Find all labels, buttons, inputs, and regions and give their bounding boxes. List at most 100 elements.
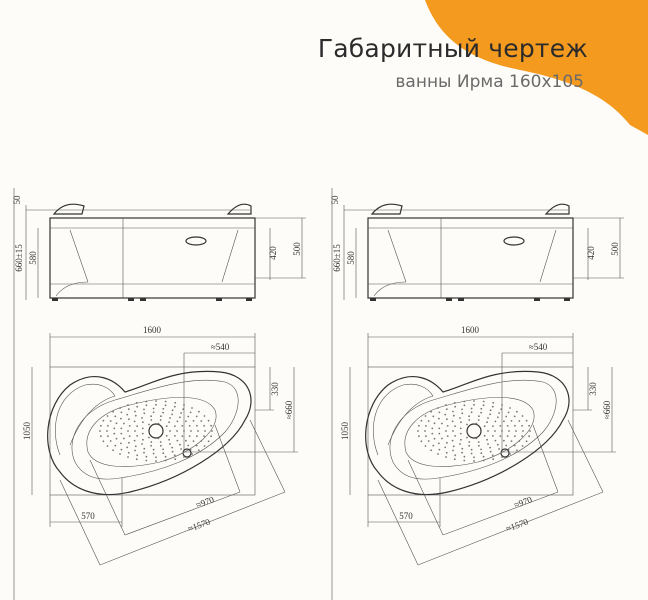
dim-height-body: 580 [346,251,356,265]
jet-dot [106,430,108,432]
jet-dot [191,407,193,409]
jet-dot [454,405,457,408]
jet-dot [109,420,112,422]
jet-dot [470,411,473,414]
jet-dot [482,400,485,403]
jet-dot [444,446,447,449]
jet-dot [461,447,464,450]
jet-dot [210,435,213,438]
dim-diagonal-length: ≈1570 [186,516,211,533]
jet-dot [473,403,475,406]
jet-dot [529,430,531,432]
jet-dot [174,435,176,437]
jet-dot [509,453,511,455]
jet-dot [514,435,516,438]
jet-dot [489,450,492,453]
jet-dot [207,419,210,422]
jet-dot [424,430,426,432]
jet-dot [491,454,494,457]
jet-dot [155,456,157,459]
jet-dot [162,411,165,414]
jet-dot [195,444,198,447]
jet-dot [466,423,468,426]
jet-dot [200,420,203,422]
jet-dot [173,454,176,457]
dim-top-offset: 50 [330,195,340,205]
jet-dot [452,410,454,413]
jet-dot [195,415,198,418]
jet-dot [120,432,123,435]
jet-dot [478,444,480,447]
jet-dot [99,430,101,432]
jet-dot [425,425,427,427]
jet-dot [119,407,121,409]
jet-dot [188,435,191,437]
jet-dot [164,400,167,403]
jet-dot [127,451,130,454]
jet-dot [522,430,524,432]
jet-dot [459,427,462,430]
jet-dot [203,435,206,437]
jet-dot [102,419,105,422]
jet-dot [492,425,494,427]
dim-top-offset: 50 [12,195,22,205]
dim-side-depth: ≈660 [284,400,294,419]
jet-dot [489,413,491,416]
jet-dot [106,415,109,417]
jet-dot [510,420,513,422]
orange-accent-shape [425,0,648,135]
jet-dot [459,443,461,445]
top-view: 1600 ≈540 1050 330 ≈660 570 [22,325,298,566]
page-title: Габаритный чертеж [317,34,588,63]
jet-dot [152,448,155,451]
jet-dot [506,435,509,437]
jet-dot [133,439,136,442]
jet-dot [486,438,488,441]
jet-dot [107,425,109,427]
jet-dot [203,425,206,427]
jet-dot [148,423,150,426]
jet-dot [505,415,508,418]
jet-dot [141,443,143,445]
jet-dot [136,435,139,437]
jet-dot [516,449,518,452]
jet-dot [210,424,213,427]
jet-dot [136,454,139,457]
jet-dot [165,434,168,437]
jet-dot [191,453,193,455]
jet-dot [501,404,503,406]
jet-dot [463,455,466,458]
bathtub-drawing-right: 50 660±15 580 420 500 1600 ≈540 1050 330… [330,188,624,600]
dim-height-body: 580 [28,251,38,265]
jet-dot [102,440,105,443]
jet-dot [446,441,448,444]
dim-length: 1600 [461,325,480,335]
jet-dot [182,408,185,411]
jet-dot [461,412,464,415]
jet-dot [483,434,486,437]
jet-dot [203,415,206,417]
jet-dot [494,430,496,432]
jet-dot [521,435,523,437]
jet-dot [173,405,176,408]
jet-dot [197,430,199,432]
dim-diagonal-length: ≈1570 [504,516,529,533]
jet-dot [459,417,461,419]
jet-dot [487,430,489,432]
jet-dot [501,456,503,458]
front-view: 50 660±15 580 420 500 [330,188,624,600]
jet-dot [452,445,455,448]
jet-dot [142,421,144,424]
jet-dot [497,416,499,419]
jet-dot [134,449,136,452]
jet-dot [127,408,130,411]
jet-dot [418,424,420,427]
jet-dot [119,453,121,455]
page-subtitle: ванны Ирма 160x105 [395,72,584,92]
jet-dot [152,411,155,414]
jet-dot [427,420,430,422]
jet-dot [189,448,192,451]
jet-dot [463,404,466,407]
jet-dot [141,432,144,435]
